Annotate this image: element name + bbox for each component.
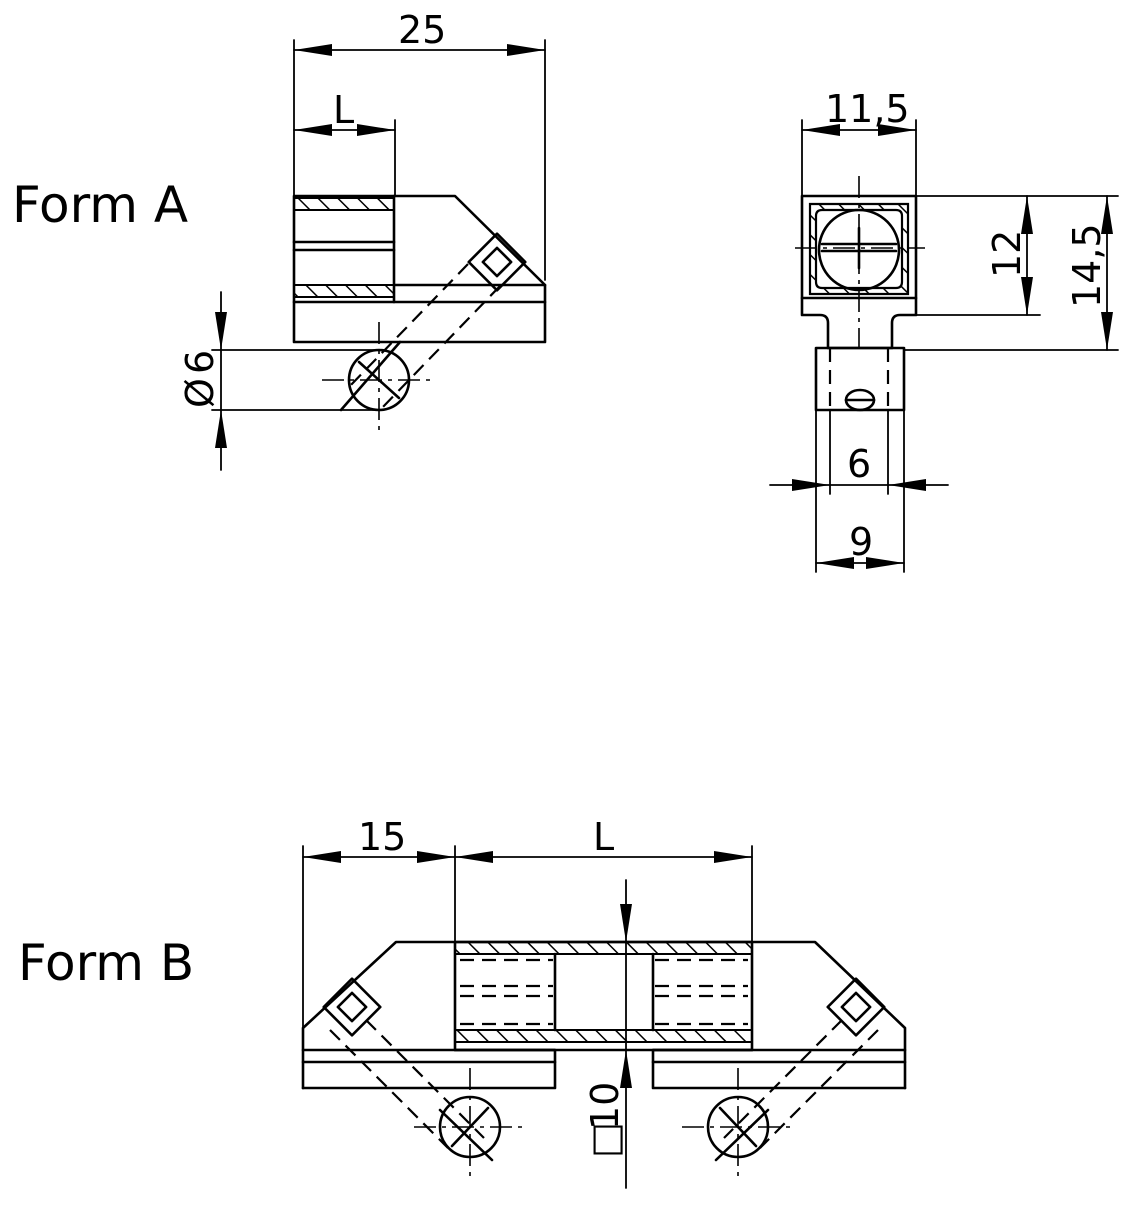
- dim-b-square: □ 10: [583, 879, 632, 1189]
- dim-b-length: L: [454, 815, 753, 863]
- dim-a-diameter: Ø 6: [178, 291, 380, 471]
- dim-b-square-text: 10: [583, 1082, 627, 1130]
- form-b-view: 15 L: [301, 815, 907, 1189]
- form-a-front-view: 25 L: [178, 8, 547, 471]
- dim-side-width: 11,5: [801, 87, 917, 136]
- dim-side-slot: 6: [769, 409, 949, 495]
- dim-side-height-total: 14,5: [1065, 195, 1113, 351]
- dim-a-length-text: L: [333, 88, 354, 132]
- dim-a-width: 25: [293, 8, 546, 56]
- dim-b-square-symbol: □: [583, 1122, 627, 1158]
- dim-a-width-text: 25: [398, 8, 446, 52]
- dim-side-slot-text: 6: [847, 442, 871, 486]
- dim-a-length: L: [293, 88, 396, 136]
- dim-b-offset: 15: [302, 815, 456, 863]
- dim-b-length-text: L: [593, 815, 614, 859]
- dim-b-offset-text: 15: [358, 815, 406, 859]
- form-b-label: Form B: [18, 934, 194, 992]
- dim-side-base: 9: [815, 409, 905, 573]
- dim-side-height-total-text: 14,5: [1065, 223, 1109, 308]
- dim-a-diameter-text: 6: [178, 350, 222, 374]
- dim-side-height-inner-text: 12: [985, 230, 1029, 278]
- dim-side-width-text: 11,5: [825, 87, 910, 131]
- dim-a-diameter-symbol: Ø: [178, 378, 222, 408]
- form-a-label: Form A: [12, 176, 188, 234]
- dim-side-height-inner: 12: [985, 195, 1033, 316]
- side-view: 11,5 12: [769, 87, 1119, 573]
- dim-side-base-text: 9: [849, 520, 873, 564]
